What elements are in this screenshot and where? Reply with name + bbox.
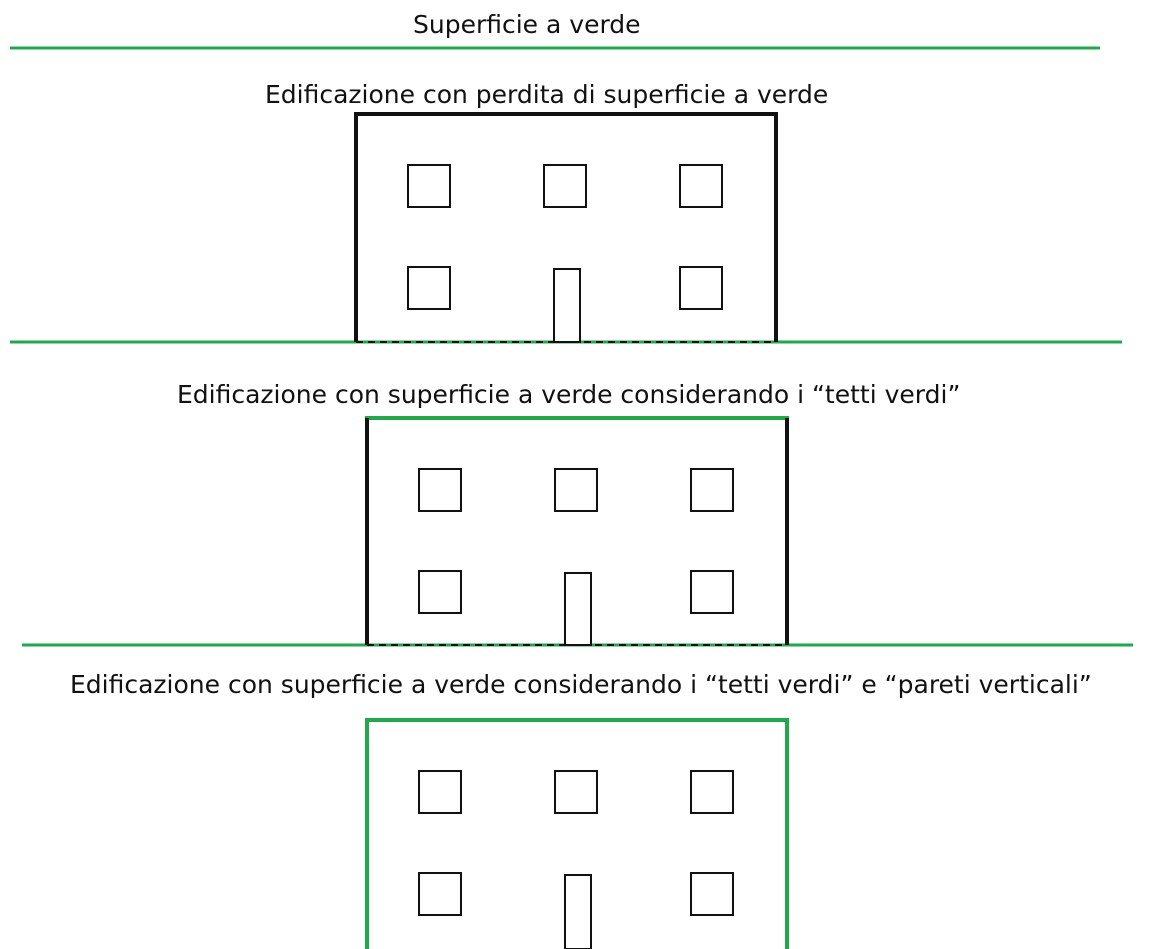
window-icon (407, 266, 451, 310)
window-icon (554, 770, 598, 814)
window-icon (418, 468, 462, 512)
window-icon (690, 872, 734, 916)
window-icon (679, 164, 723, 208)
window-icon (679, 266, 723, 310)
window-icon (418, 770, 462, 814)
window-icon (543, 164, 587, 208)
window-icon (690, 570, 734, 614)
window-icon (407, 164, 451, 208)
window-icon (690, 468, 734, 512)
window-icon (554, 468, 598, 512)
window-icon (418, 570, 462, 614)
window-icon (690, 770, 734, 814)
door-icon (564, 572, 592, 646)
caption-green-roofs: Edificazione con superficie a verde cons… (177, 380, 961, 409)
door-icon (564, 874, 592, 949)
caption-building-loss: Edificazione con perdita di superficie a… (265, 80, 829, 109)
window-icon (418, 872, 462, 916)
caption-green-surface: Superficie a verde (413, 10, 641, 39)
door-icon (553, 268, 581, 343)
caption-green-roofs-walls: Edificazione con superficie a verde cons… (70, 670, 1092, 699)
